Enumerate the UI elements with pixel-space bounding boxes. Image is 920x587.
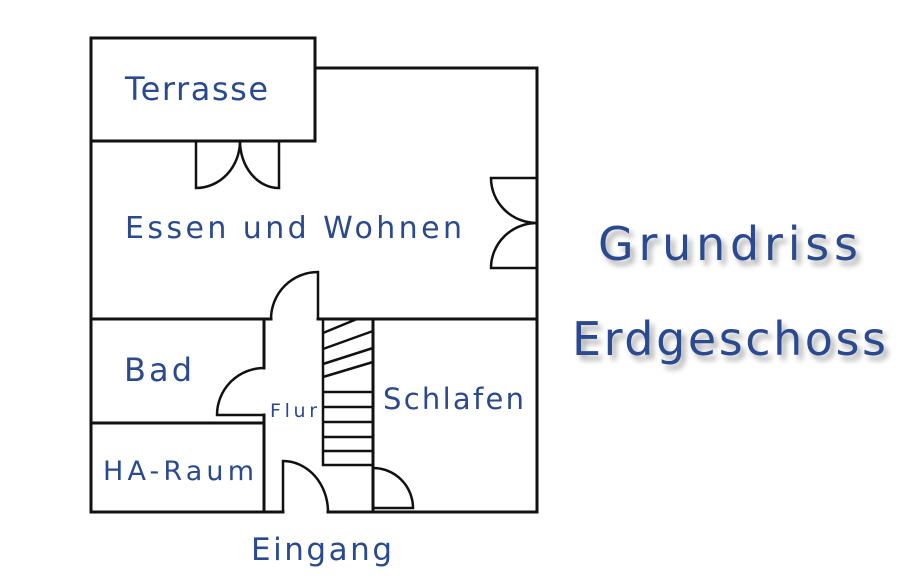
outer-walls [89,66,539,514]
stair-steps [322,317,374,453]
garden-door-top [489,176,538,225]
room-label-terrasse: Terrasse [124,70,268,108]
terrace-door-left [194,140,242,190]
staircase [321,317,375,467]
room-label-flur: Flur [270,400,317,422]
terrace-outline [89,36,317,143]
walls [89,36,539,514]
entrance-door [281,459,330,513]
room-label-schlafen: Schlafen [383,382,524,416]
living-door [269,270,320,320]
garden-door-bottom [489,221,538,270]
schlafen-door [372,466,415,510]
label-eingang: Eingang [251,532,392,568]
title-line-1: Grundriss [598,217,858,271]
room-label-ha-raum: HA-Raum [103,456,254,487]
doors [194,140,538,513]
room-label-bad: Bad [124,351,192,389]
terrace-door-right [238,140,281,190]
title-line-2: Erdgeschoss [572,312,886,366]
bad-door [215,366,265,417]
room-label-essen-wohnen: Essen und Wohnen [125,211,462,246]
